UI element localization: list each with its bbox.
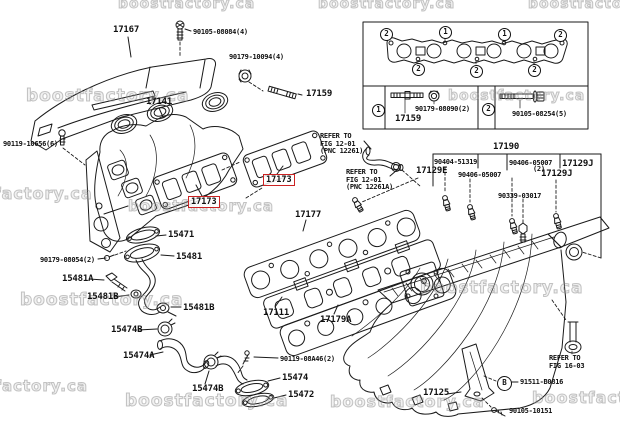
- watermark-text: boostfactory.ca: [330, 392, 485, 412]
- gasket-17173-b: [221, 130, 328, 199]
- intake-gasket-17177: [243, 209, 421, 299]
- callout-2-bottom-c: 2: [528, 64, 541, 77]
- label-17129j-2: 17129J: [541, 169, 573, 179]
- watermark-text: boostfactory.ca: [317, 0, 456, 13]
- watermark-text: boostfactory.ca: [447, 88, 586, 105]
- inset-nut-90179-08090: [428, 90, 440, 105]
- label-90406-05007-a: 90406-05007: [458, 171, 502, 179]
- bolt-90119-08a46: [236, 350, 279, 375]
- label-90105-08084: 90105-08084(4): [193, 28, 248, 36]
- label-90406-05007-b: 90406-05007: [509, 159, 553, 167]
- label-15481b-2: 15481B: [183, 303, 215, 313]
- label-17159-inset: 17159: [395, 114, 422, 124]
- watermark-text: boostfactory.ca: [527, 0, 620, 13]
- callout-2-bottom-b: 2: [470, 65, 483, 78]
- bolt-15481a: [88, 272, 128, 292]
- label-17177: 17177: [295, 210, 322, 220]
- label-90406-qty: (2): [533, 165, 545, 173]
- label-90179-10094: 90179-10094(4): [229, 53, 284, 61]
- watermark-text: boostfactory.ca: [0, 377, 88, 396]
- label-15474b-2: 15474B: [192, 384, 224, 394]
- leader-17177: [302, 219, 307, 232]
- label-90339-03017: 90339-03017: [498, 192, 542, 200]
- bolt-91511-b0816: [483, 375, 519, 383]
- label-17173-b: 17173: [263, 174, 295, 186]
- watermark-text: boostfactory.ca: [532, 388, 620, 408]
- label-17173-a: 17173: [188, 196, 220, 208]
- watermark-text: boostfactory.ca: [19, 290, 184, 311]
- refer-hose: [362, 140, 421, 187]
- label-90179-08090: 90179-08090(2): [415, 105, 470, 113]
- label-90119-08a46: 90119-08A46(2): [280, 355, 335, 363]
- gasket-17179a: [279, 267, 457, 357]
- note-fig12-01-a: REFER TO FIG 12-01 (PNC 12261): [320, 132, 364, 156]
- gasket-15472: [241, 392, 275, 408]
- callout-2-top-left: 2: [380, 28, 393, 41]
- label-90105-08254: 90105-08254(5): [512, 110, 567, 118]
- watermark-text: boostfactory.ca: [124, 391, 289, 412]
- note-fig12-01-b: REFER TO FIG 12-01 (PNC 12261A): [346, 168, 393, 192]
- inset-gasket: [386, 37, 568, 65]
- exhaust-manifold-17141: [85, 88, 244, 253]
- surge-tank: [343, 216, 610, 417]
- label-90179-08054: 90179-08054(2): [40, 256, 95, 264]
- label-17167: 17167: [113, 25, 140, 35]
- label-17129j-1: 17129J: [562, 159, 594, 169]
- label-90404-51319: 90404-51319: [434, 158, 478, 166]
- label-17111: 17111: [263, 308, 290, 318]
- label-17190: 17190: [493, 142, 520, 152]
- note-fig16-03: REFER TO FIG 16-03: [549, 354, 585, 370]
- label-15471: 15471: [168, 230, 195, 240]
- label-90105-10151: 90105-10151: [509, 407, 553, 415]
- callout-2-top-right: 2: [554, 29, 567, 42]
- screw-90119-10656: [58, 129, 86, 166]
- plug-90339-03017: [518, 222, 528, 243]
- label-15481a: 15481A: [62, 274, 94, 284]
- gasket-17173-a: [152, 152, 238, 210]
- watermark-text: boostfactory.ca: [117, 0, 256, 13]
- callout-b: B: [497, 376, 512, 391]
- inset-box: [362, 21, 589, 130]
- label-17125: 17125: [423, 388, 450, 398]
- leader-17111: [274, 296, 283, 308]
- callout-2-bottom-a: 2: [412, 63, 425, 76]
- label-15474: 15474: [282, 373, 309, 383]
- callout-1-cell: 1: [372, 104, 385, 117]
- label-17141: 17141: [146, 97, 173, 107]
- clamp-15474b-2: [203, 351, 222, 385]
- callout-1-top-b: 1: [498, 28, 511, 41]
- fitting-table-17190: [350, 153, 602, 259]
- label-17159-main: 17159: [306, 89, 333, 99]
- label-17129e: 17129E: [416, 166, 448, 176]
- label-15474a: 15474A: [123, 351, 155, 361]
- label-15481: 15481: [176, 252, 203, 262]
- label-15474b-1: 15474B: [111, 325, 143, 335]
- heat-shield-17167: [30, 36, 216, 151]
- nut-90179-10094: [238, 69, 264, 92]
- callout-2-cell: 2: [482, 103, 495, 116]
- watermark-text: boostfactory.ca: [419, 278, 584, 299]
- bolt-90105-10151: [481, 397, 506, 417]
- hose-15474a: [149, 338, 210, 374]
- refer-16-03-part: [551, 299, 582, 355]
- inset-stud-17159: [390, 91, 424, 114]
- stud-17159: [267, 85, 303, 100]
- watermark-text: boostfactory.ca: [25, 86, 190, 107]
- inset-bolt-90105-08254: [499, 90, 545, 109]
- oil-pipe-group: [88, 226, 287, 408]
- watermark-text: boostfactory.ca: [0, 184, 93, 204]
- callout-1-top-a: 1: [439, 26, 452, 39]
- screw-90105-08084: [175, 20, 192, 58]
- clamp-15474b-1: [137, 318, 176, 337]
- label-90119-10656: 90119-10656(6): [3, 140, 58, 148]
- label-91511-b0816: 91511-B0816: [520, 378, 564, 386]
- label-17179a: 17179A: [320, 315, 352, 325]
- bracket-17125: [446, 343, 495, 402]
- label-15472: 15472: [288, 390, 315, 400]
- leader-17179a: [333, 304, 339, 315]
- label-15481b-1: 15481B: [87, 292, 119, 302]
